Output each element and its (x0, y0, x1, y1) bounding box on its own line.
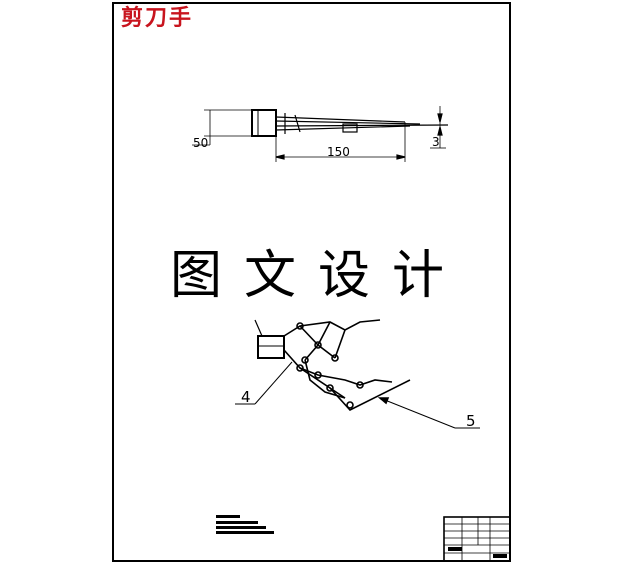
pivot-pin (346, 401, 354, 409)
base-block (257, 335, 285, 359)
callout-leader-5 (379, 397, 456, 429)
notes-block (216, 515, 274, 534)
note-line (216, 521, 258, 524)
callout-4-label: 4 (241, 388, 251, 406)
pivot-pin (314, 341, 322, 349)
drawing-title: 剪刀手 (121, 5, 194, 31)
pivot-pin (326, 384, 334, 392)
arrow-head (275, 154, 285, 160)
jaw-line (275, 124, 449, 127)
note-line (216, 531, 274, 534)
arrow-head (437, 113, 443, 123)
top-view (192, 106, 449, 162)
pivot-pin (314, 371, 322, 379)
upper-link (334, 329, 346, 359)
title-block-frame (443, 516, 511, 562)
body-block (251, 109, 277, 137)
arrow-head (437, 126, 443, 136)
watermark-text: 图文设计 (170, 246, 467, 306)
jaw-line (294, 114, 301, 133)
jaw-line (275, 116, 406, 123)
arrow-head (396, 154, 406, 160)
lower-link (304, 359, 346, 399)
pivot-pin (331, 354, 339, 362)
title-block-fill (493, 554, 507, 558)
front-view (235, 319, 480, 429)
pivot-pin (296, 364, 304, 372)
dim-height-label: 50 (193, 136, 208, 150)
jaw-line (275, 120, 421, 125)
callout-5-label: 5 (466, 412, 476, 430)
jaw-pad (342, 123, 358, 133)
pivot-pin (296, 322, 304, 330)
base-pointer (254, 319, 263, 337)
note-line (216, 515, 240, 518)
title-block-fill (448, 547, 462, 551)
sheet-border (112, 2, 511, 562)
dim-length-label: 150 (327, 145, 350, 159)
title-block (443, 516, 511, 562)
upper-link (316, 321, 336, 359)
note-line (216, 526, 266, 529)
pivot-pin (301, 356, 309, 364)
arrow-head (377, 397, 390, 405)
dim-tip-label: 3 (432, 135, 440, 149)
pivot-pin (356, 381, 364, 389)
callout-leader-4 (254, 361, 293, 405)
